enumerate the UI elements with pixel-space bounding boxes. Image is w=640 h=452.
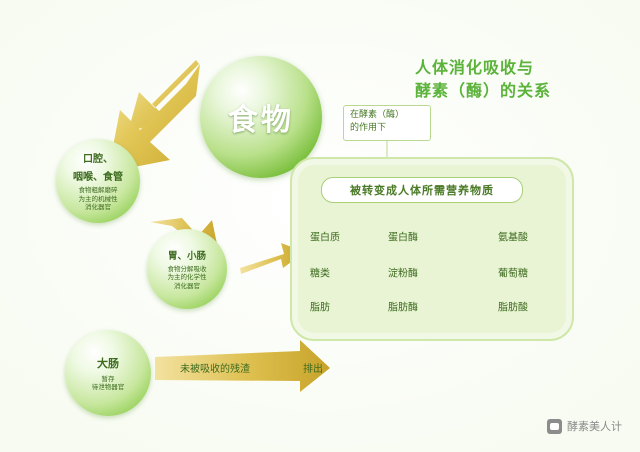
wechat-icon: [547, 418, 562, 434]
row-source: 蛋白质: [310, 232, 340, 244]
table-row: 糖类 淀粉酶 葡萄糖: [310, 259, 530, 285]
label-residue: 未被吸收的残渣: [180, 364, 250, 375]
node-organ-stomach-desc2: 为主的化学性: [167, 273, 207, 282]
node-organ-colon-desc2: 待泄物器官: [91, 383, 125, 391]
row-source: 脂肪: [310, 302, 330, 314]
row-enzyme: 脂肪酶: [388, 302, 418, 314]
row-enzyme: 淀粉酶: [388, 268, 418, 280]
table-row: 脂肪 脂肪酶 脂肪酸: [310, 293, 530, 319]
node-organ-mouth-title: 口腔、: [83, 154, 113, 166]
table-row: 蛋白质 蛋白酶 氨基酸: [310, 223, 530, 249]
row-product: 氨基酸: [498, 232, 528, 244]
arrow-stomach-to-panel: [240, 243, 305, 274]
arrow-wedge-1: [108, 64, 200, 172]
node-organ-colon-title: 大肠: [97, 356, 119, 370]
node-organ-stomach-desc1: 食物分解吸收: [167, 264, 207, 273]
node-food: 食物: [200, 56, 322, 178]
title-line-1: 人体消化吸收与: [415, 58, 535, 77]
row-product: 脂肪酸: [498, 302, 528, 314]
nutrient-panel-heading: 被转变成人体所需营养物质: [321, 177, 523, 203]
node-organ-stomach-title: 胃、小肠: [167, 250, 206, 262]
watermark: 酵素美人计: [547, 418, 622, 434]
node-organ-colon-desc1: 暂存: [101, 374, 115, 383]
node-organ-mouth-title2: 咽喉、食管: [73, 172, 123, 184]
node-organ-stomach-desc3: 消化器官: [174, 281, 200, 290]
node-organ-mouth-desc1: 食物粗解磨碎: [78, 186, 118, 195]
node-organ-mouth-desc2: 为主的机械性: [78, 194, 118, 203]
arrow-excretion: [155, 340, 330, 392]
enzyme-note-line-1: 在酵素（酶）: [350, 110, 405, 120]
node-organ-colon: 大肠 暂存 待泄物器官: [65, 330, 151, 416]
node-organ-mouth-desc3: 消化器官: [85, 203, 111, 212]
node-organ-mouth: 口腔、 咽喉、食管 食物粗解磨碎 为主的机械性 消化器官: [56, 139, 140, 223]
label-excretion-output: 排出: [303, 364, 323, 375]
arrow-food-to-mouth: [128, 60, 199, 132]
enzyme-note-line-2: 的作用下: [350, 123, 387, 134]
row-enzyme: 蛋白酶: [388, 232, 418, 244]
row-product: 葡萄糖: [498, 268, 528, 280]
page-title: 人体消化吸收与 酵素（酶）的关系: [415, 56, 605, 102]
watermark-label: 酵素美人计: [567, 420, 622, 433]
title-line-2: 酵素（酶）的关系: [415, 81, 552, 101]
node-food-label: 食物: [228, 103, 294, 138]
node-organ-stomach: 胃、小肠 食物分解吸收 为主的化学性 消化器官: [147, 229, 227, 309]
row-source: 糖类: [310, 268, 330, 280]
enzyme-note-box: 在酵素（酶） 的作用下: [343, 105, 431, 141]
